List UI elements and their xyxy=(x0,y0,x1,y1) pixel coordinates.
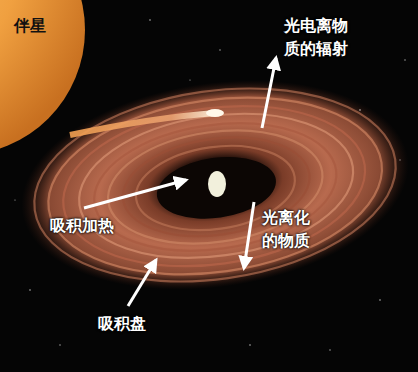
star-label: 伴星 xyxy=(14,14,74,37)
hot-spot xyxy=(206,109,224,117)
disk-label: 吸积盘 xyxy=(98,312,158,335)
radiation-label: 光电离物质的辐射 xyxy=(284,14,352,60)
heating-label: 吸积加热 xyxy=(50,214,130,237)
accretion-disk xyxy=(8,57,418,313)
pointer-arrows xyxy=(84,58,276,306)
compact-object xyxy=(208,171,226,197)
ionized-label: 光离化的物质 xyxy=(262,206,314,252)
mass-stream xyxy=(70,113,215,135)
